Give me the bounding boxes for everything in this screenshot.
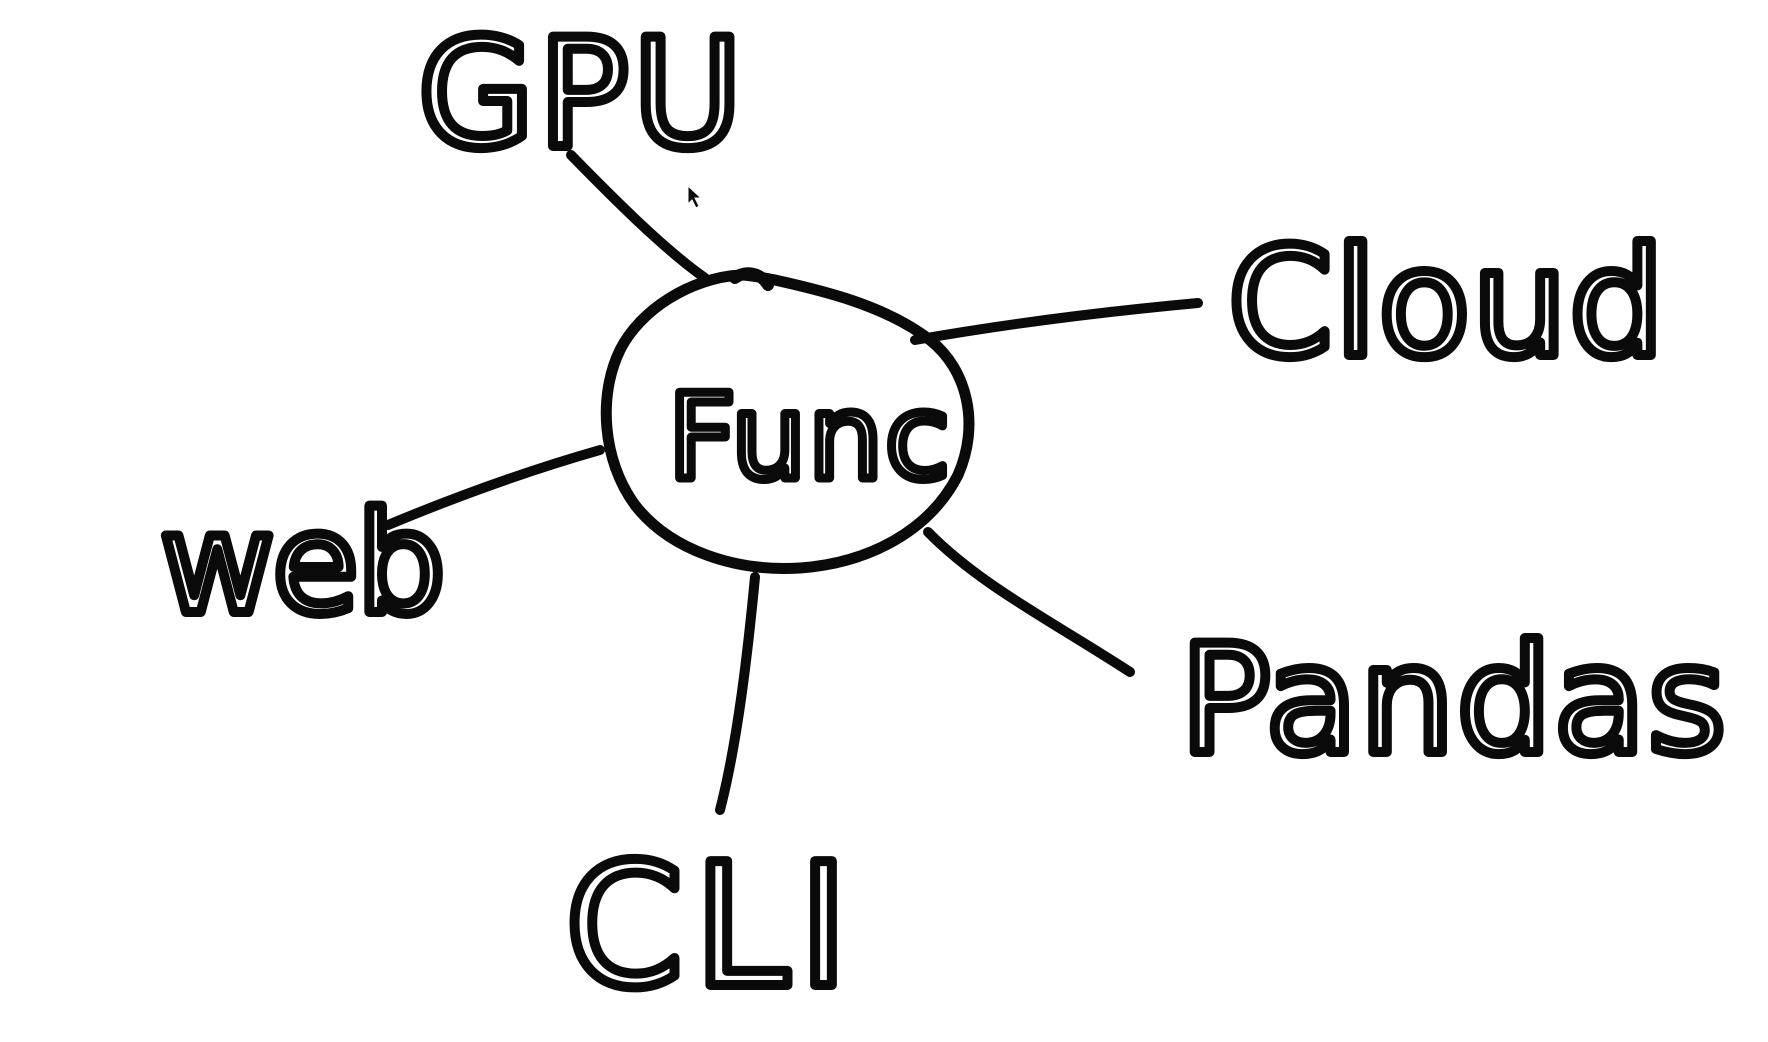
mouse-pointer-icon [687,184,703,209]
branch-label-pandas: Pandas [1180,614,1728,788]
center-node [600,269,975,574]
branch-label-cloud: Cloud [1228,217,1666,391]
center-node-overlap [729,267,774,291]
connector-web [383,445,605,530]
branch-label-gpu: GPU [418,8,746,182]
connector-pandas [923,527,1135,677]
connector-gpu [566,150,710,283]
branch-label-web: web [160,483,444,646]
center-label: Func [668,368,952,506]
branch-label-cli: CLI [565,828,859,1026]
connector-cloud [910,298,1203,345]
connector-cli [715,572,760,815]
